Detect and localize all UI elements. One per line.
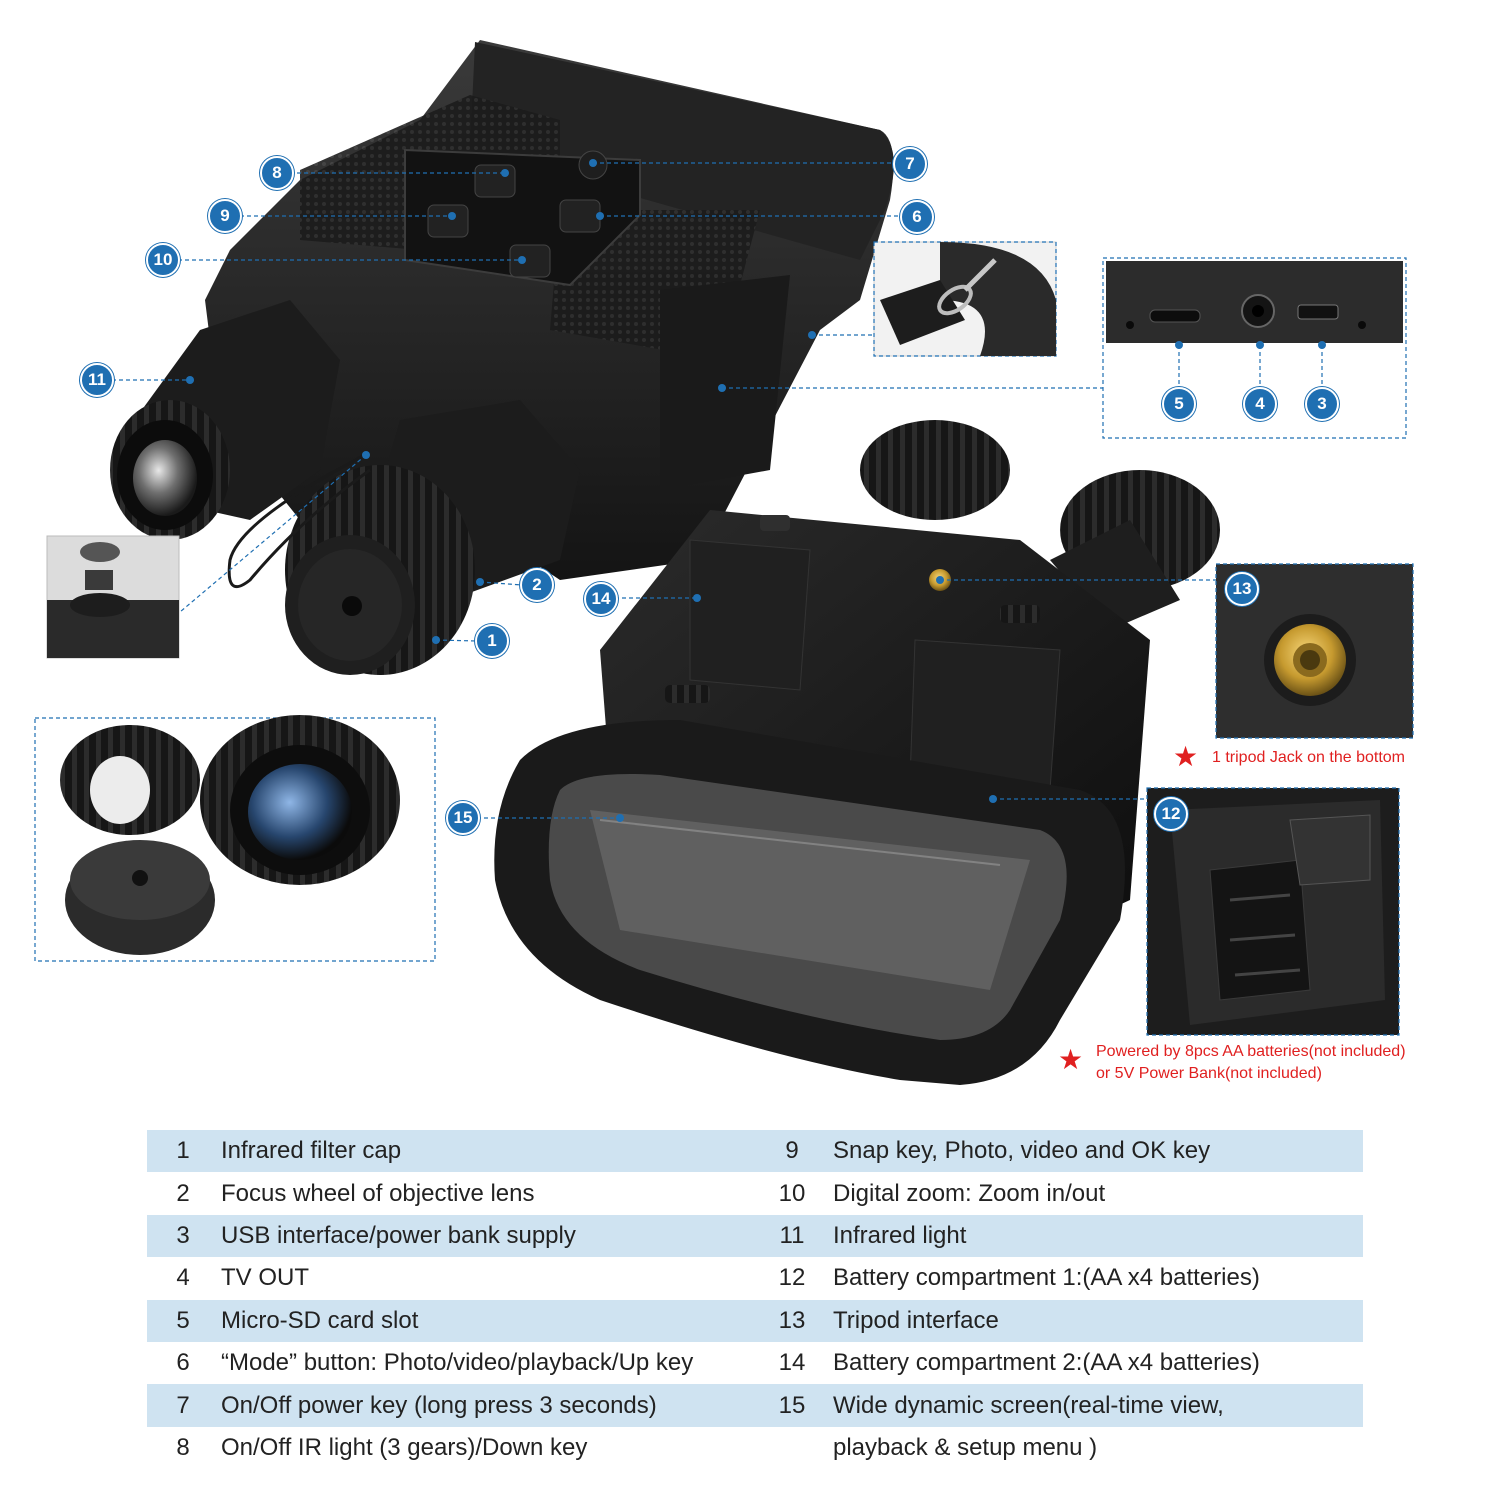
binoculars-illustration — [34, 40, 1414, 1085]
part-number: 1 — [147, 1130, 219, 1173]
part-number: 2 — [176, 1179, 190, 1207]
part-description: Battery compartment 1:(AA x4 batteries) — [833, 1264, 1260, 1292]
part-number — [759, 1427, 825, 1469]
part-description: playback & setup menu ) — [833, 1433, 1098, 1461]
part-number: 13 — [759, 1299, 825, 1342]
product-diagram: 8 7 9 6 10 11 5 4 3 2 14 13 1 15 12 ★ 1 … — [34, 40, 1414, 1085]
part-description: Micro-SD card slot — [219, 1299, 759, 1342]
tripod-note: 1 tripod Jack on the bottom — [1212, 749, 1405, 766]
part-number: 3 — [147, 1214, 219, 1258]
part-description: USB interface/power bank supply — [219, 1214, 759, 1258]
part-number: 15 — [759, 1384, 825, 1427]
part-number: 7 — [147, 1384, 219, 1427]
table-row: 5 Micro-SD card slot 13 Tripod interface — [147, 1299, 1363, 1342]
callout-2: 2 — [520, 568, 554, 602]
part-description: On/Off IR light (3 gears)/Down key — [221, 1433, 588, 1461]
part-description: Infrared light — [825, 1214, 1363, 1258]
leader-dots — [186, 159, 1326, 822]
part-number: 12 — [778, 1264, 806, 1292]
part-number: 9 — [759, 1130, 825, 1173]
callout-4: 4 — [1243, 387, 1277, 421]
part-description: Snap key, Photo, video and OK key — [825, 1130, 1363, 1173]
callout-3: 3 — [1305, 387, 1339, 421]
table-row: 2 Focus wheel of objective lens 10 Digit… — [147, 1172, 1363, 1214]
table-row: 6 “Mode” button: Photo/video/playback/Up… — [147, 1342, 1363, 1384]
part-description: On/Off power key (long press 3 seconds) — [219, 1384, 759, 1427]
part-number: 6 — [176, 1349, 190, 1377]
part-number: 4 — [176, 1264, 190, 1292]
table-row: 8 On/Off IR light (3 gears)/Down key pla… — [147, 1427, 1363, 1469]
part-description: Infrared filter cap — [219, 1130, 759, 1173]
part-description: Focus wheel of objective lens — [221, 1179, 535, 1207]
callout-7: 7 — [893, 147, 927, 181]
lens-cap-inset — [34, 715, 436, 962]
callout-8: 8 — [260, 156, 294, 190]
part-number: 8 — [176, 1433, 190, 1461]
part-number: 10 — [778, 1179, 806, 1207]
leader-lines — [112, 162, 1323, 819]
part-number: 14 — [778, 1349, 806, 1377]
callout-14: 14 — [584, 582, 618, 616]
top-binocular-view — [110, 40, 894, 675]
callout-1: 1 — [475, 624, 509, 658]
cap-inset — [46, 535, 180, 659]
part-number: 11 — [759, 1214, 825, 1258]
battery-inset — [1146, 787, 1400, 1036]
bottom-binocular-view — [494, 420, 1220, 1085]
part-description: Wide dynamic screen(real-time view, — [825, 1384, 1363, 1427]
table-row: 3 USB interface/power bank supply 11 Inf… — [147, 1214, 1363, 1258]
part-description: “Mode” button: Photo/video/playback/Up k… — [221, 1349, 694, 1377]
callout-13: 13 — [1225, 572, 1259, 606]
star-icon: ★ — [1058, 1044, 1084, 1075]
part-description: Tripod interface — [825, 1299, 1363, 1342]
callout-5: 5 — [1162, 387, 1196, 421]
callout-10: 10 — [146, 243, 180, 277]
callout-11: 11 — [80, 363, 114, 397]
parts-legend-table: 1 Infrared filter cap 9 Snap key, Photo,… — [147, 1130, 1363, 1469]
part-description: TV OUT — [221, 1264, 309, 1292]
table-row: 4 TV OUT 12 Battery compartment 1:(AA x4… — [147, 1257, 1363, 1299]
callout-15: 15 — [446, 801, 480, 835]
power-note-line1: Powered by 8pcs AA batteries(not include… — [1096, 1043, 1406, 1060]
part-description: Battery compartment 2:(AA x4 batteries) — [833, 1349, 1260, 1377]
power-note-line2: or 5V Power Bank(not included) — [1096, 1065, 1322, 1082]
table-row: 7 On/Off power key (long press 3 seconds… — [147, 1384, 1363, 1427]
callout-6: 6 — [900, 200, 934, 234]
part-description: Digital zoom: Zoom in/out — [833, 1179, 1106, 1207]
strap-inset — [873, 241, 1057, 357]
callout-12: 12 — [1154, 797, 1188, 831]
part-number: 5 — [147, 1299, 219, 1342]
table-row: 1 Infrared filter cap 9 Snap key, Photo,… — [147, 1130, 1363, 1173]
callout-9: 9 — [208, 199, 242, 233]
star-icon: ★ — [1173, 741, 1199, 772]
